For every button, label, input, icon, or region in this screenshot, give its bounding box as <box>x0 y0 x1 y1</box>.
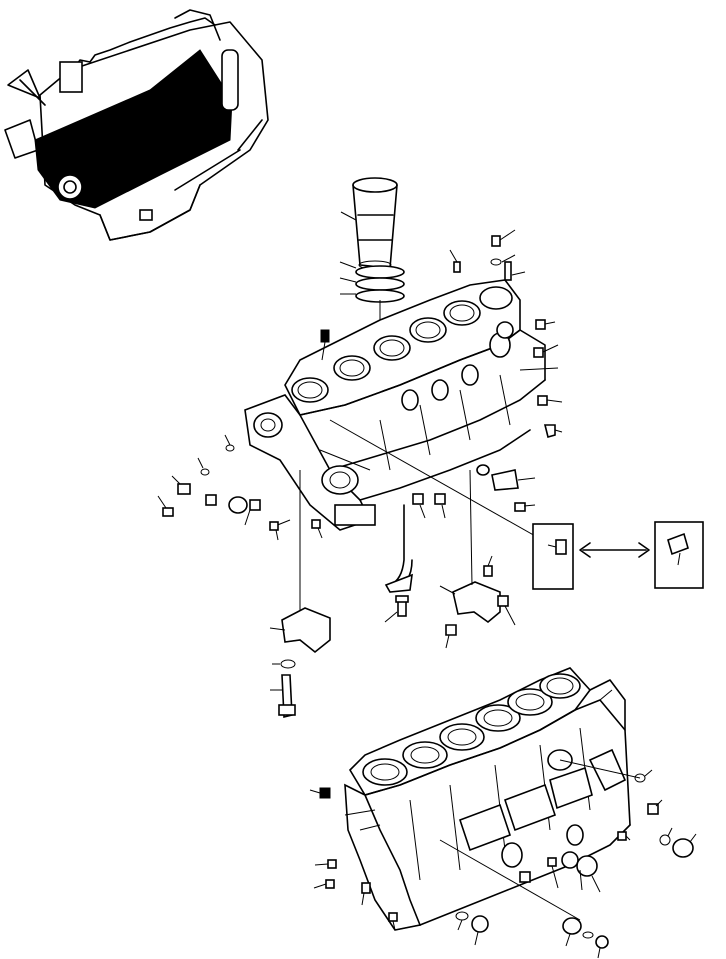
cylinder-liner <box>339 177 405 330</box>
engine-thumbnail <box>4 9 269 241</box>
detail-box-right <box>654 521 704 589</box>
detail-box-left <box>532 523 574 590</box>
bearing-cap-1 <box>269 470 331 719</box>
thrust-washer <box>384 504 413 623</box>
bearing-cap-2 <box>439 469 516 649</box>
cylinder-block-upper <box>244 279 546 531</box>
double-arrow-icon <box>579 542 650 558</box>
cylinder-block-lower <box>344 667 631 931</box>
fasteners-lower <box>309 689 697 959</box>
fasteners-upper <box>157 229 563 551</box>
